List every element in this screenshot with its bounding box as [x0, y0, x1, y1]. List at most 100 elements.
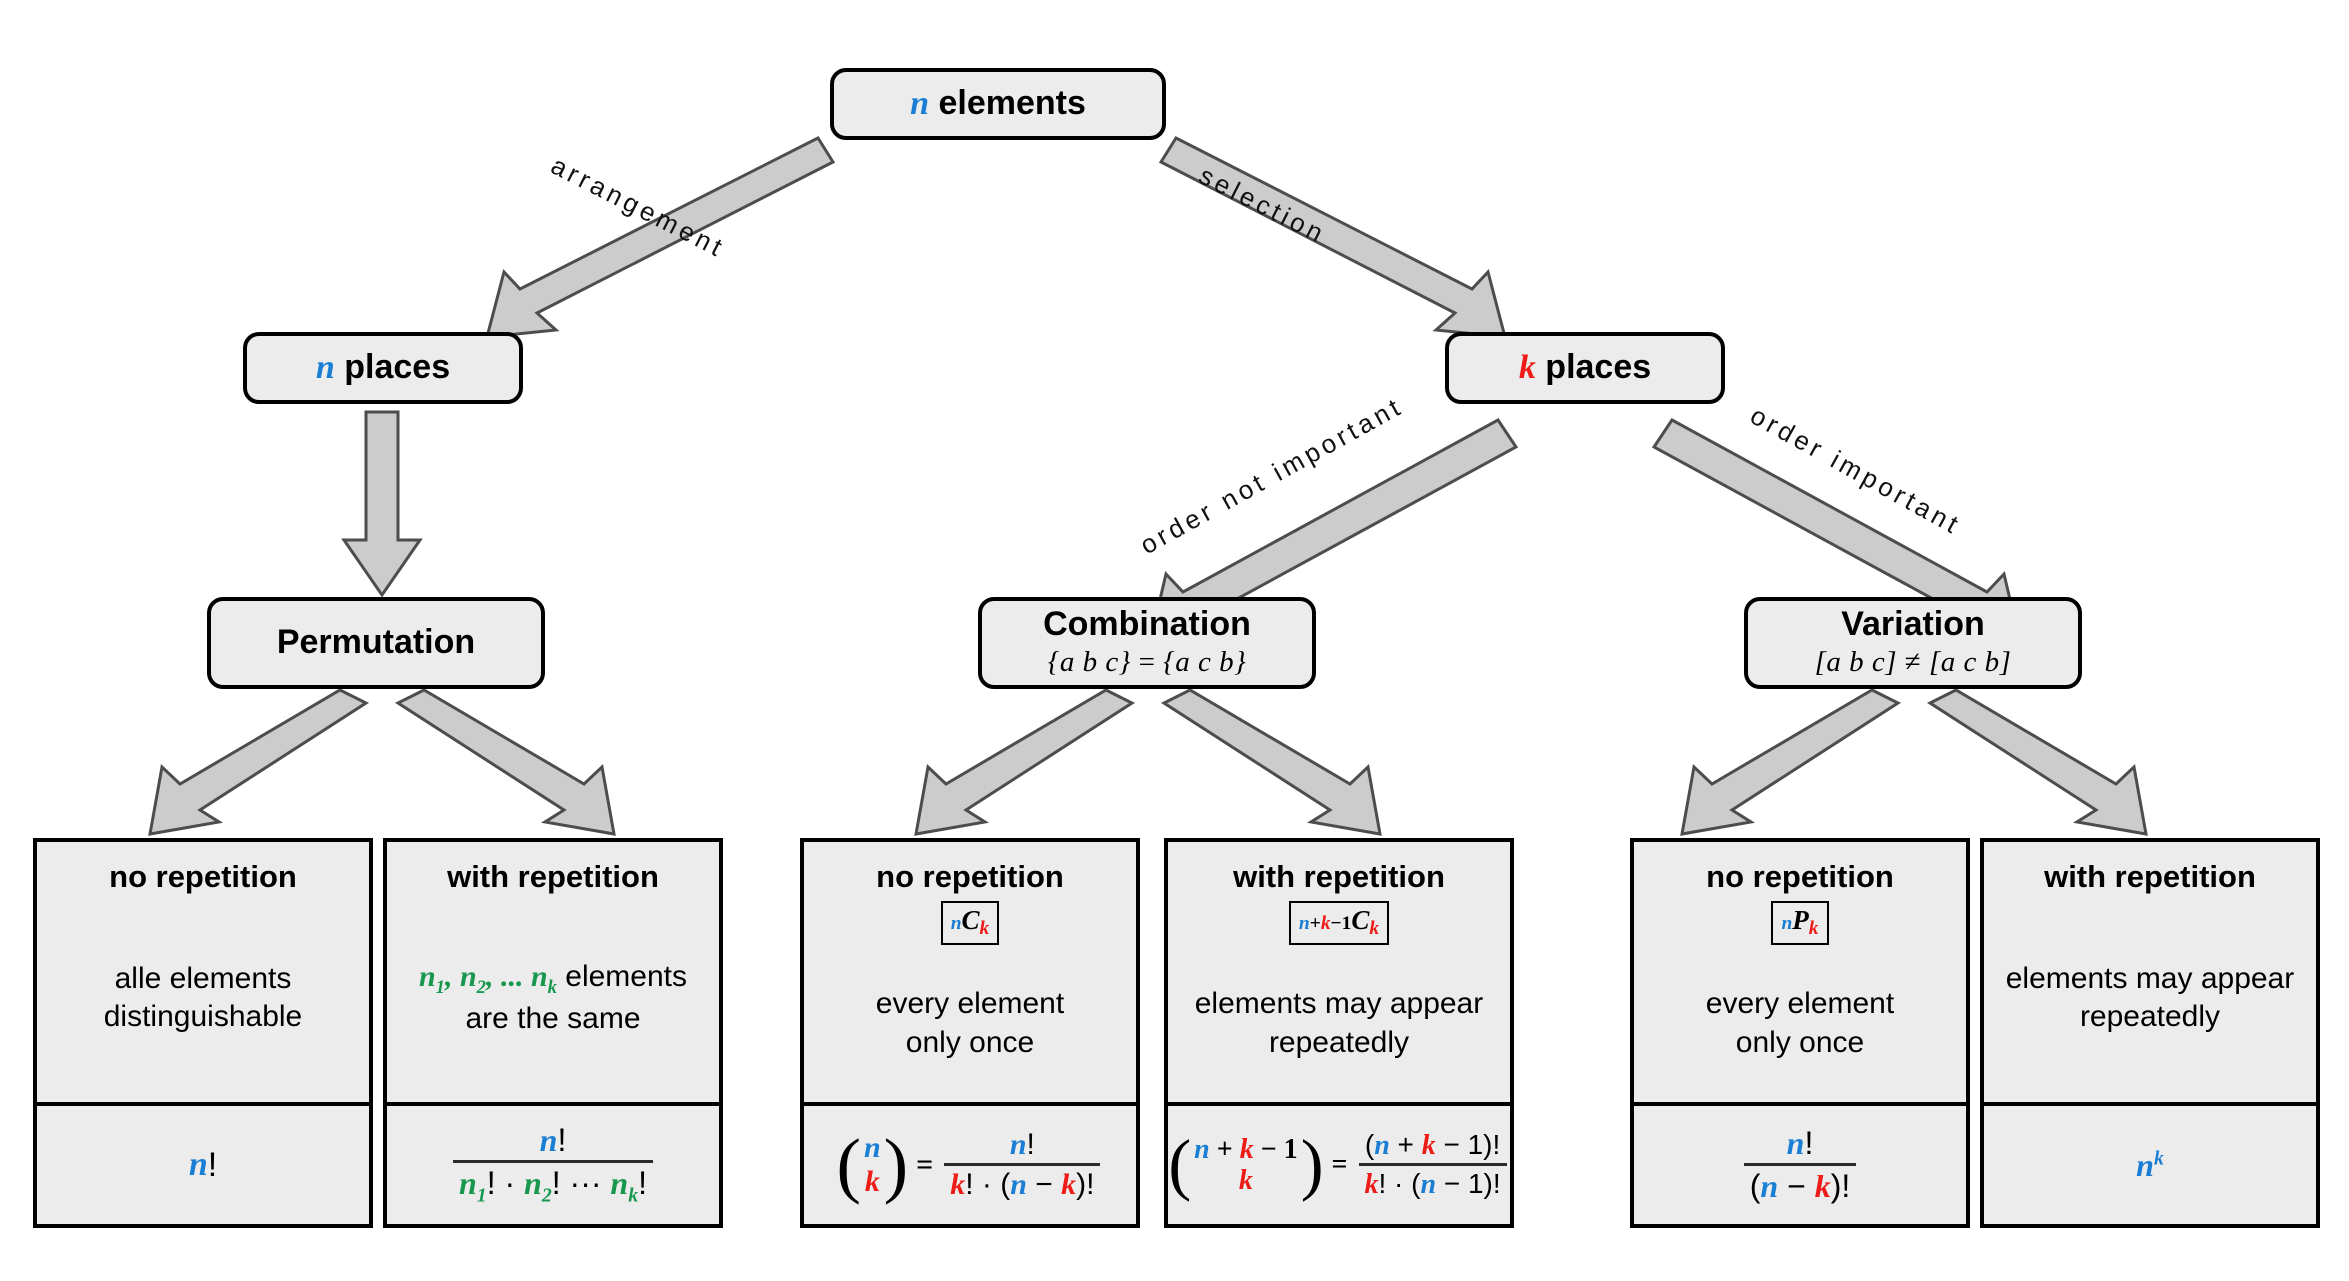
leaf-header: with repetition	[2044, 859, 2256, 894]
leaf-combination-no-repetition[interactable]: no repetition nCk every element only onc…	[800, 838, 1140, 1228]
leaf-header: no repetition	[876, 859, 1064, 894]
fraction: n! n1! · n2! ··· nk!	[452, 1122, 653, 1207]
leaf-description: elements may appear repeatedly	[1998, 960, 2303, 1037]
fraction: n! (n − k)!	[1743, 1125, 1857, 1205]
node-permutation[interactable]: Permutation	[207, 597, 545, 689]
desc-line-2: only once	[905, 1025, 1035, 1059]
badge-sub-k: k	[979, 917, 990, 939]
fraction: (n + k − 1)! k! · (n − 1)!	[1358, 1129, 1507, 1201]
variation-example-left: [a b c]	[1814, 645, 1898, 678]
leaf-formula: ( n k ) = n! k! · (n − k)!	[804, 1102, 1136, 1224]
badge-symbol-P: P	[1792, 905, 1809, 936]
edge-label-arrangement: arrangement	[546, 150, 731, 264]
paren-left: (	[1168, 1126, 1192, 1203]
leaf-description: elements may appear repeatedly	[1187, 985, 1492, 1062]
node-n-elements-title: n elements	[910, 84, 1086, 123]
desc-math-n-subscripts: n1, n2, ... nk	[418, 959, 557, 998]
binomial-top: n + k − 1	[1194, 1133, 1298, 1165]
symbol-n: n	[188, 1146, 208, 1183]
leaf-formula: n!	[37, 1102, 369, 1224]
fraction-denominator: (n − k)!	[1743, 1163, 1857, 1205]
arrow-perm-left	[148, 688, 370, 836]
combination-example-left: {a b c}	[1047, 645, 1131, 678]
node-variation[interactable]: Variation [a b c] ≠ [a c b]	[1744, 597, 2082, 689]
node-n-places-label: places	[344, 348, 451, 387]
leaf-permutation-no-repetition[interactable]: no repetition alle elements distinguisha…	[33, 838, 373, 1228]
node-k-places-title: k places	[1518, 348, 1652, 387]
symbol-n: n	[910, 85, 930, 123]
fraction-denominator: n1! · n2! ··· nk!	[452, 1160, 653, 1207]
leaf-description: alle elements distinguishable	[96, 960, 310, 1037]
leaf-variation-with-repetition[interactable]: with repetition elements may appear repe…	[1980, 838, 2320, 1228]
arrow-comb-right	[1160, 688, 1382, 836]
leaf-formula: ( n + k − 1 k ) = (n + k − 1)! k! · (n −…	[1168, 1102, 1510, 1224]
leaf-header: no repetition	[109, 859, 297, 894]
paren-left: (	[836, 1124, 861, 1206]
leaf-description: n1, n2, ... nk elements are the same	[411, 958, 695, 1038]
binomial-coefficient: ( n k )	[836, 1124, 909, 1206]
edge-label-selection: selection	[1194, 160, 1332, 250]
symbol-k: k	[1518, 349, 1536, 387]
badge-symbol-C: C	[961, 905, 980, 936]
arrow-var-left	[1680, 688, 1902, 836]
symbol-factorial: !	[207, 1145, 218, 1184]
desc-line-1: every element	[1705, 987, 1895, 1021]
arrow-comb-left	[914, 688, 1136, 836]
desc-line-1: every element	[875, 987, 1065, 1021]
binomial-top: n	[863, 1131, 881, 1165]
leaf-formula: n! n1! · n2! ··· nk!	[387, 1102, 719, 1224]
badge-sub-n: n	[1781, 913, 1793, 935]
binomial-coefficient: ( n + k − 1 k )	[1168, 1126, 1324, 1203]
badge-sub-n: n	[950, 913, 962, 935]
node-n-elements[interactable]: n elements	[830, 68, 1166, 140]
leaf-top: no repetition alle elements distinguisha…	[37, 842, 369, 1102]
badge-sub-expression: n+k−1	[1298, 913, 1352, 935]
paren-right: )	[883, 1124, 909, 1206]
fraction-numerator: (n + k − 1)!	[1364, 1129, 1501, 1161]
node-k-places-label: places	[1545, 348, 1652, 387]
binomial-bottom: k	[864, 1165, 880, 1198]
arrow-perm-right	[394, 688, 616, 836]
edge-label-order-not-important: order not important	[1134, 390, 1409, 561]
variation-example-right: [a c b]	[1928, 645, 2012, 678]
fraction-numerator: n!	[1786, 1125, 1814, 1161]
node-combination-title: Combination	[1043, 605, 1251, 644]
node-n-elements-label: elements	[938, 84, 1086, 123]
desc-line-1: elements may appear	[2005, 961, 2295, 995]
badge-symbol-C: C	[1351, 905, 1370, 936]
paren-right: )	[1300, 1126, 1324, 1203]
binomial-stack: n + k − 1 k	[1191, 1134, 1301, 1197]
node-combination[interactable]: Combination {a b c} = {a c b}	[978, 597, 1316, 689]
node-variation-title: Variation	[1841, 605, 1985, 644]
fraction: n! k! · (n − k)!	[944, 1128, 1101, 1202]
leaf-header: no repetition	[1706, 859, 1894, 894]
leaf-combination-with-repetition[interactable]: with repetition n+k−1Ck elements may app…	[1164, 838, 1514, 1228]
leaf-variation-no-repetition[interactable]: no repetition nPk every element only onc…	[1630, 838, 1970, 1228]
node-combination-example: {a b c} = {a c b}	[1047, 645, 1247, 679]
node-k-places[interactable]: k places	[1445, 332, 1725, 404]
node-variation-example: [a b c] ≠ [a c b]	[1814, 645, 2012, 679]
symbol-n-power-k: nk	[2136, 1146, 2164, 1183]
equals-sign: =	[916, 1148, 934, 1181]
leaf-top: no repetition nCk every element only onc…	[804, 842, 1136, 1102]
arrow-var-right	[1926, 688, 2148, 836]
badge-sub-k: k	[1369, 917, 1380, 939]
combination-example-right: {a c b}	[1163, 645, 1247, 678]
fraction-denominator: k! · (n − 1)!	[1358, 1163, 1507, 1201]
leaf-notation-badge: n+k−1Ck	[1288, 901, 1390, 946]
equals-sign: =	[1331, 1149, 1348, 1180]
leaf-top: with repetition n+k−1Ck elements may app…	[1168, 842, 1510, 1102]
desc-line-2: are the same	[465, 1001, 641, 1035]
node-permutation-title: Permutation	[276, 623, 476, 662]
fraction-numerator: n!	[539, 1122, 567, 1159]
node-n-places-title: n places	[316, 348, 451, 387]
leaf-permutation-with-repetition[interactable]: with repetition n1, n2, ... nk elements …	[383, 838, 723, 1228]
desc-line-2: repeatedly	[1268, 1025, 1410, 1059]
leaf-top: no repetition nPk every element only onc…	[1634, 842, 1966, 1102]
desc-line-2: only once	[1735, 1025, 1865, 1059]
desc-line-1: elements may appear	[1194, 987, 1484, 1021]
combination-example-relation: =	[1138, 645, 1156, 678]
fraction-denominator: k! · (n − k)!	[944, 1163, 1101, 1202]
node-n-places[interactable]: n places	[243, 332, 523, 404]
